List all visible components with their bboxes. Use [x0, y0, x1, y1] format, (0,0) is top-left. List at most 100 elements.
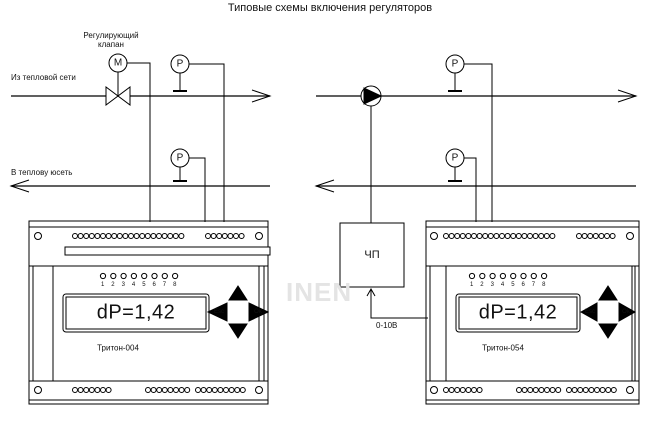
- terminal-screw-icon: [587, 233, 594, 239]
- terminal-screw-icon: [105, 387, 112, 393]
- terminal-screw-icon: [549, 387, 556, 393]
- terminal-screw-icon: [94, 387, 101, 393]
- terminal-screw-icon: [471, 233, 477, 239]
- terminal-screw-icon: [139, 233, 146, 239]
- terminal-screw-icon: [515, 233, 522, 239]
- controller-display-value: dP=1,42: [478, 301, 558, 324]
- status-led-icon: [141, 272, 148, 280]
- sensor-label: P: [176, 58, 184, 70]
- circulation-pump-icon: [360, 85, 383, 107]
- status-led-icon: [161, 272, 168, 280]
- terminal-screw-icon: [521, 233, 528, 239]
- terminal-screw-icon: [223, 387, 229, 393]
- controller-left-housing: [28, 220, 271, 405]
- controller-model-label: Тритон-054: [482, 343, 524, 353]
- terminal-screw-icon: [195, 387, 201, 393]
- terminal-screw-icon: [122, 233, 129, 239]
- esc-key-icon: [206, 302, 228, 322]
- control-valve: [105, 53, 131, 106]
- terminal-screw-icon: [150, 387, 157, 393]
- keypad-left: [99, 272, 270, 339]
- terminal-screw-icon: [172, 233, 179, 239]
- ok-key-icon: [248, 302, 270, 322]
- terminal-screw-icon: [555, 387, 562, 393]
- status-led-icon: [130, 272, 137, 280]
- channel-number: 4: [131, 282, 136, 288]
- terminal-screw-icon: [72, 233, 78, 239]
- analog-signal-label: 0-10В: [376, 321, 398, 330]
- signal-wires-right: [366, 63, 493, 319]
- terminal-screw-icon: [588, 387, 595, 393]
- channel-number: 8: [173, 282, 177, 288]
- terminal-screw-icon: [532, 233, 539, 239]
- channel-number: 5: [142, 282, 146, 288]
- esc-key-label: Esc: [213, 309, 225, 315]
- mounting-screw-icon: [430, 232, 438, 240]
- terminal-screw-icon: [94, 233, 101, 239]
- valve-motor-label: M: [113, 57, 123, 69]
- terminal-screw-icon: [77, 387, 84, 393]
- terminal-screw-icon: [538, 233, 545, 239]
- terminal-screw-icon: [599, 387, 606, 393]
- terminal-screw-icon: [156, 387, 163, 393]
- terminal-screw-icon: [234, 387, 241, 393]
- arrow-up-key-icon: [228, 285, 248, 301]
- terminal-screw-icon: [549, 233, 556, 239]
- terminal-screw-icon: [178, 233, 185, 239]
- arrow-down-key-icon: [598, 323, 618, 339]
- controller-right-housing: [425, 220, 640, 405]
- terminal-screw-icon: [150, 233, 157, 239]
- terminal-screw-icon: [239, 387, 246, 393]
- terminal-screw-icon: [88, 233, 95, 239]
- pressure-sensor-left-return: [170, 148, 190, 182]
- ok-key-label: Ok: [254, 309, 262, 315]
- terminal-screw-icon: [476, 233, 483, 239]
- pressure-sensor-left-supply: [170, 54, 190, 92]
- terminal-screw-icon: [594, 387, 600, 393]
- terminal-screw-icon: [582, 387, 589, 393]
- terminal-screw-icon: [609, 233, 616, 239]
- terminal-screw-icon: [205, 233, 211, 239]
- vfd-label: ЧП: [364, 249, 380, 261]
- return-pipe-left: [9, 179, 270, 193]
- ok-key-label: Ok: [622, 309, 630, 315]
- terminal-screw-icon: [88, 387, 95, 393]
- terminal-screw-icon: [510, 233, 517, 239]
- terminal-screw-icon: [443, 233, 449, 239]
- status-led-icon: [120, 272, 127, 280]
- terminal-screw-icon: [521, 387, 528, 393]
- terminal-screw-icon: [77, 233, 84, 239]
- controller-model-label: Тритон-004: [97, 343, 139, 353]
- channel-number: 5: [511, 282, 515, 288]
- to-network-label: В теплову юсеть: [11, 168, 73, 177]
- terminal-screw-icon: [544, 387, 550, 393]
- terminal-strip-left: [34, 232, 263, 394]
- terminal-screw-icon: [482, 233, 489, 239]
- terminal-screw-icon: [465, 387, 472, 393]
- status-led-icon: [489, 272, 496, 280]
- terminal-screw-icon: [83, 387, 90, 393]
- channel-number: 7: [531, 282, 536, 288]
- status-led-icon: [99, 272, 107, 280]
- terminal-screw-icon: [210, 233, 217, 239]
- terminal-screw-icon: [221, 233, 228, 239]
- terminal-screw-icon: [178, 387, 185, 393]
- terminal-screw-icon: [493, 233, 500, 239]
- terminal-screw-icon: [161, 387, 168, 393]
- terminal-screw-icon: [211, 387, 218, 393]
- terminal-screw-icon: [227, 233, 234, 239]
- controller-display-value: dP=1,42: [96, 301, 176, 324]
- terminal-screw-icon: [448, 233, 455, 239]
- terminal-screw-icon: [206, 387, 213, 393]
- terminal-screw-icon: [516, 387, 522, 393]
- mounting-screw-icon: [255, 386, 263, 394]
- ok-key-icon: [618, 302, 637, 322]
- channel-number: 3: [490, 282, 494, 288]
- terminal-screw-icon: [604, 233, 610, 239]
- supply-pipe-left: [11, 89, 272, 103]
- terminal-screw-icon: [592, 233, 599, 239]
- terminal-screw-icon: [184, 387, 191, 393]
- channel-number: 1: [101, 282, 105, 288]
- status-led-icon: [520, 272, 527, 280]
